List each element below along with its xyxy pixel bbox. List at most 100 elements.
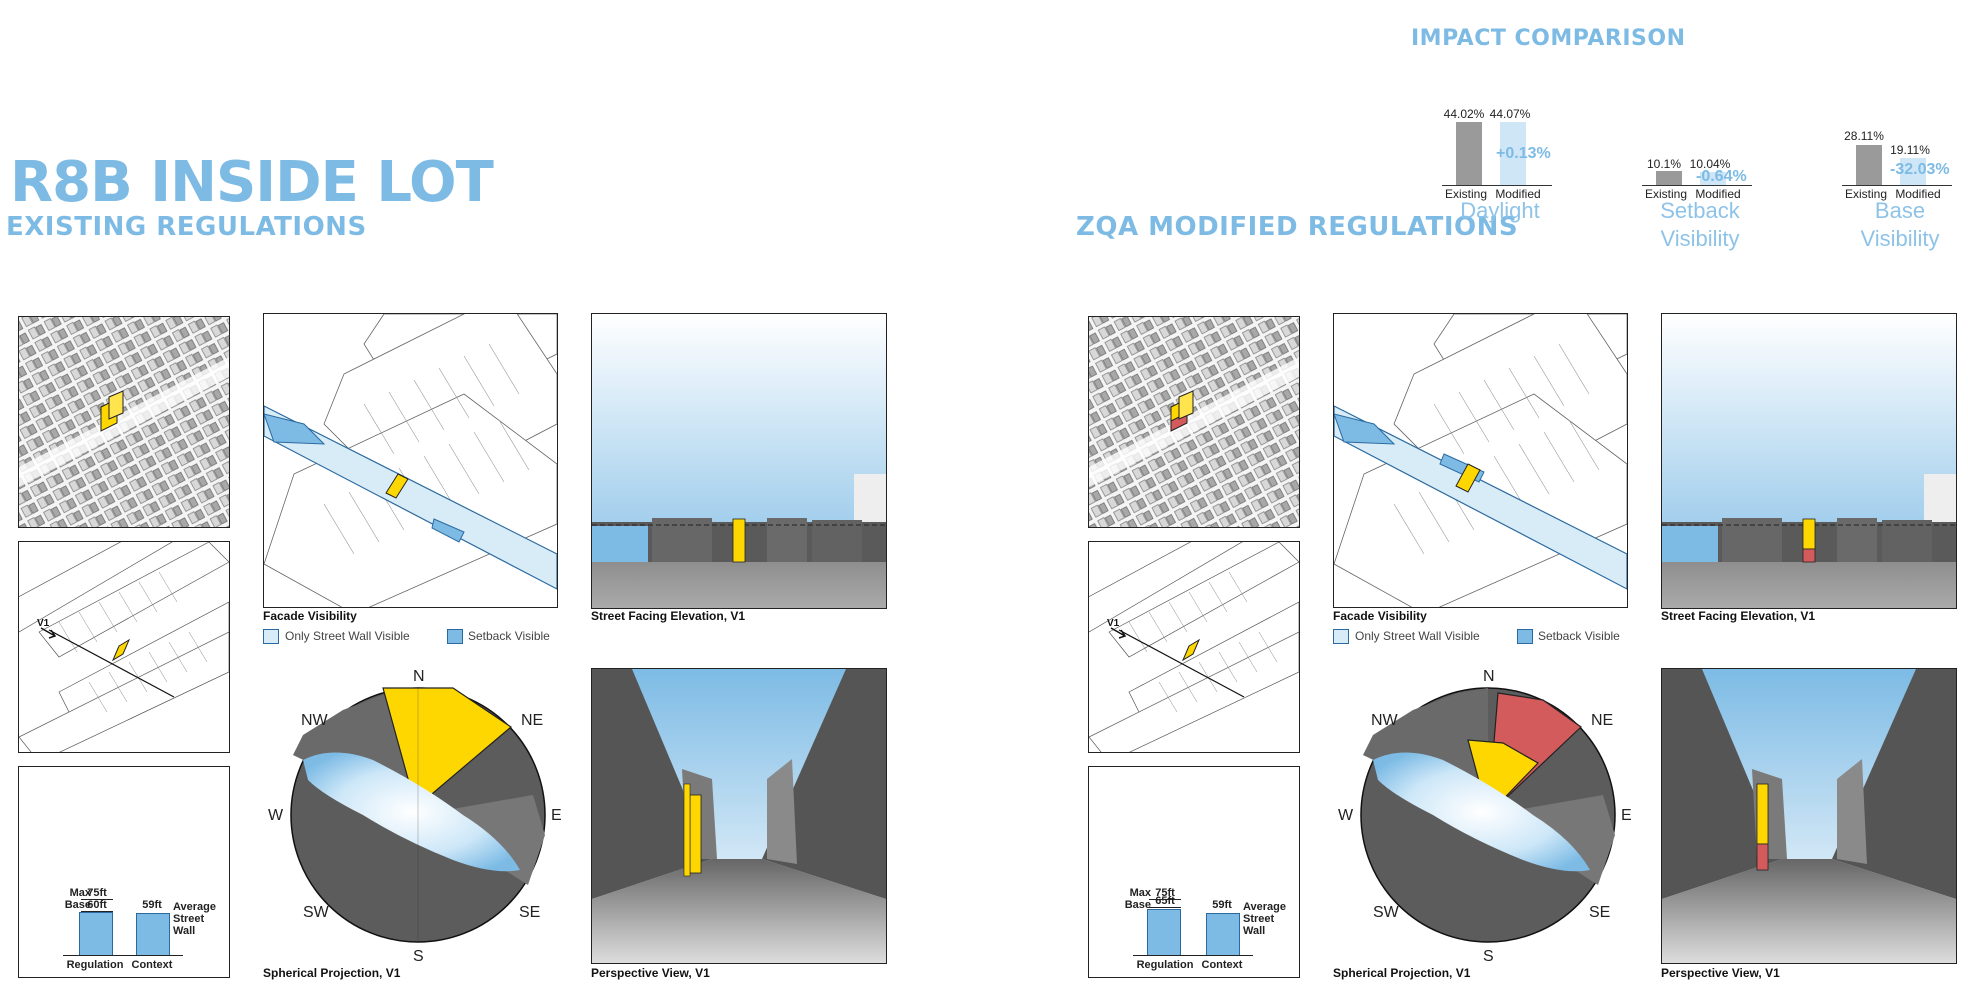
existing-spherical-projection: N NE E SE S SW W NW [263, 665, 573, 970]
context-label: Context [131, 959, 173, 971]
street-wall-swatch [1333, 629, 1349, 644]
context-value: 59ft [142, 899, 162, 911]
context-bar [136, 913, 170, 956]
setback-legend: Setback Visible [1538, 629, 1620, 643]
existing-value: 44.02% [1443, 107, 1485, 121]
existing-elevation-caption: Street Facing Elevation, V1 [591, 609, 746, 623]
impact-heading: IMPACT COMPARISON [1411, 26, 1686, 51]
existing-label: Existing [1444, 187, 1488, 201]
delta-value: -32.03% [1890, 161, 1950, 178]
existing-bar [1456, 122, 1482, 185]
modified-bar [1900, 158, 1926, 185]
modified-facade-caption: Facade Visibility [1333, 609, 1427, 623]
compass-e: E [551, 807, 562, 824]
impact-metric-daylight: 44.02% 44.07% +0.13% Existing Modified D… [1440, 105, 1600, 245]
impact-metric-base: 28.11% 19.11% -32.03% Existing Modified … [1840, 105, 1968, 255]
setback-legend: Setback Visible [468, 629, 550, 643]
modified-elevation [1661, 313, 1957, 609]
existing-plan-map: V1 [18, 541, 230, 753]
modified-elevation-caption: Street Facing Elevation, V1 [1661, 609, 1816, 623]
existing-value: 28.11% [1844, 129, 1884, 143]
max-base-value: 75ft [81, 887, 113, 900]
existing-label: Existing [1644, 187, 1688, 201]
regulation-bar [79, 912, 113, 956]
modified-spherical-caption: Spherical Projection, V1 [1333, 966, 1471, 980]
page-title: R8B INSIDE LOT [10, 150, 494, 215]
existing-facade-map [263, 313, 558, 608]
compass-se: SE [519, 904, 540, 921]
baseline [1842, 185, 1952, 186]
existing-perspective-caption: Perspective View, V1 [591, 966, 710, 980]
existing-elevation [591, 313, 887, 609]
base-value: 65ft [1149, 895, 1181, 908]
delta-value: +0.13% [1496, 145, 1551, 162]
compass-se: SE [1589, 904, 1610, 921]
existing-heading: EXISTING REGULATIONS [6, 212, 367, 242]
modified-heading: ZQA MODIFIED REGULATIONS [1076, 212, 1519, 242]
compass-sw: SW [1373, 904, 1400, 921]
existing-facade-caption: Facade Visibility [263, 609, 357, 623]
modified-bar [1700, 172, 1726, 185]
view-marker-label: V1 [1107, 618, 1120, 629]
compass-ne: NE [521, 712, 543, 729]
existing-spherical-caption: Spherical Projection, V1 [263, 966, 401, 980]
existing-axon-map [18, 316, 230, 528]
modified-bar [1500, 122, 1526, 185]
modified-label: Modified [1695, 187, 1741, 201]
regulation-bar [1147, 909, 1181, 956]
compass-nw: NW [1371, 712, 1399, 729]
street-wall-legend: Only Street Wall Visible [285, 629, 410, 643]
modified-value: 44.07% [1489, 107, 1531, 121]
modified-label: Modified [1895, 187, 1941, 201]
existing-bar [1856, 145, 1882, 185]
regulation-label: Regulation [1136, 959, 1194, 971]
chart-baseline [63, 955, 183, 956]
setback-swatch [447, 629, 463, 644]
context-bar [1206, 913, 1240, 956]
compass-w: W [1338, 807, 1354, 824]
modified-perspective-caption: Perspective View, V1 [1661, 966, 1780, 980]
modified-label: Modified [1495, 187, 1541, 201]
modified-axon-map [1088, 316, 1300, 528]
compass-n: N [413, 668, 425, 685]
compass-w: W [268, 807, 284, 824]
setback-swatch [1517, 629, 1533, 644]
compass-n: N [1483, 668, 1495, 685]
modified-facade-map [1333, 313, 1628, 608]
metric-name: Daylight [1460, 198, 1540, 223]
context-label: Context [1201, 959, 1243, 971]
regulation-label: Regulation [66, 959, 124, 971]
street-wall-legend: Only Street Wall Visible [1355, 629, 1480, 643]
context-value: 59ft [1212, 899, 1232, 911]
existing-value: 10.1% [1646, 157, 1682, 171]
street-wall-swatch [263, 629, 279, 644]
compass-e: E [1621, 807, 1632, 824]
modified-value: 10.04% [1689, 157, 1731, 171]
existing-bar [1656, 171, 1682, 185]
compass-s: S [1483, 948, 1494, 965]
chart-baseline [1133, 955, 1253, 956]
modified-perspective [1661, 668, 1957, 964]
baseline [1442, 185, 1552, 186]
modified-value: 19.11% [1890, 143, 1930, 157]
compass-s: S [413, 948, 424, 965]
existing-label: Existing [1844, 187, 1888, 201]
base-value: 60ft [81, 899, 113, 912]
delta-value: -0.64% [1696, 168, 1747, 185]
baseline [1642, 185, 1752, 186]
compass-ne: NE [1591, 712, 1613, 729]
view-marker-label: V1 [37, 618, 50, 629]
compass-nw: NW [301, 712, 329, 729]
compass-sw: SW [303, 904, 330, 921]
modified-plan-map: V1 [1088, 541, 1300, 753]
modified-spherical-projection: N NE E SE S SW W NW [1333, 665, 1643, 970]
impact-metric-setback: 10.1% 10.04% -0.64% Existing Modified Se… [1640, 105, 1800, 255]
